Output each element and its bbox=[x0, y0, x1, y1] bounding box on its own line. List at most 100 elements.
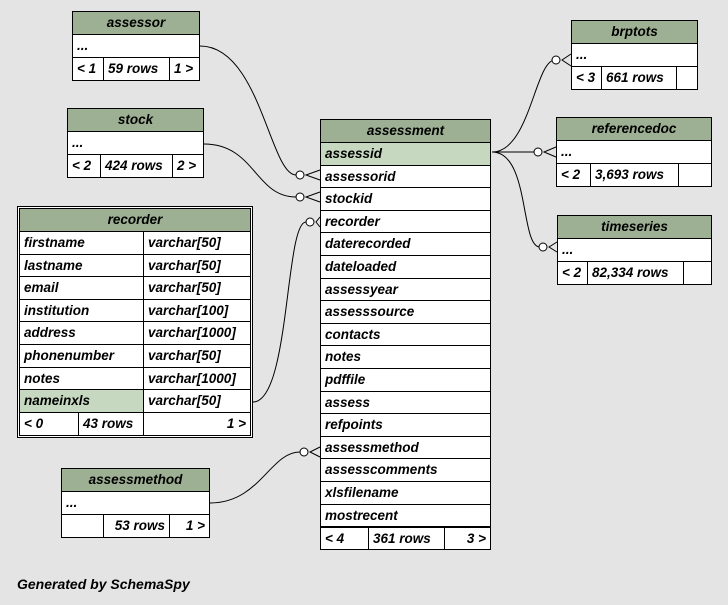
table-timeseries[interactable]: timeseries ... < 2 82,334 rows bbox=[557, 215, 712, 285]
row-count: 59 rows bbox=[104, 57, 170, 80]
row-count: 53 rows bbox=[104, 514, 170, 537]
column-row: assessmethod bbox=[321, 437, 490, 460]
child-count: 1 > bbox=[174, 60, 194, 76]
row-count: 82,334 rows bbox=[588, 261, 684, 284]
column-row: refpoints bbox=[321, 414, 490, 437]
column-name: phonenumber bbox=[20, 344, 144, 367]
edge-assessment-brptots bbox=[491, 59, 556, 153]
column-row: assesssource bbox=[321, 301, 490, 324]
edge-endpoint-circle bbox=[538, 242, 548, 252]
column-row: assessyear bbox=[321, 279, 490, 302]
column-type: varchar[100] bbox=[148, 302, 229, 318]
table-footer: < 2 424 rows 2 > bbox=[68, 154, 203, 177]
generated-by-label: Generated by SchemaSpy bbox=[17, 576, 190, 592]
edge-endpoint-circle bbox=[299, 447, 309, 457]
table-footer: < 2 82,334 rows bbox=[558, 261, 711, 284]
column-name: firstname bbox=[20, 232, 144, 254]
crowfoot-marker bbox=[308, 446, 321, 458]
table-title: recorder bbox=[20, 209, 250, 232]
parent-count: < 3 bbox=[572, 66, 602, 89]
column-row: recorder bbox=[321, 211, 490, 234]
row-count: 661 rows bbox=[602, 66, 677, 89]
parent-count bbox=[62, 514, 104, 537]
table-title: timeseries bbox=[558, 216, 711, 239]
table-footer: < 0 43 rows 1 > bbox=[20, 412, 250, 435]
column-row: daterecorded bbox=[321, 233, 490, 256]
column-row: assessorid bbox=[321, 166, 490, 189]
column-row: pdffile bbox=[321, 369, 490, 392]
table-footer: < 4 361 rows 3 > bbox=[321, 527, 490, 550]
table-title: assessor bbox=[73, 12, 199, 35]
edge-assessmethod-assessment bbox=[209, 451, 301, 504]
parent-count: < 4 bbox=[321, 528, 369, 550]
table-title: referencedoc bbox=[557, 118, 711, 141]
table-referencedoc[interactable]: referencedoc ... < 2 3,693 rows bbox=[556, 117, 712, 187]
child-count bbox=[684, 262, 711, 284]
row-count: 43 rows bbox=[79, 412, 144, 435]
edge-endpoint-circle bbox=[551, 55, 561, 65]
parent-count: < 0 bbox=[20, 412, 79, 435]
ellipsis-row: ... bbox=[73, 35, 199, 58]
table-title: assessmethod bbox=[62, 469, 209, 492]
child-count: 1 > bbox=[226, 415, 246, 431]
column-row: dateloaded bbox=[321, 256, 490, 279]
crowfoot-marker bbox=[561, 53, 572, 67]
edge-recorder-assessment bbox=[252, 221, 307, 403]
crowfoot-marker bbox=[548, 241, 558, 253]
table-footer: 53 rows 1 > bbox=[62, 514, 209, 537]
column-name: notes bbox=[20, 367, 144, 390]
parent-count: < 2 bbox=[68, 154, 101, 177]
child-count: 1 > bbox=[185, 517, 205, 533]
column-row: assess bbox=[321, 392, 490, 415]
column-type: varchar[50] bbox=[148, 257, 221, 273]
child-count: 3 > bbox=[466, 531, 486, 547]
parent-count: < 2 bbox=[557, 163, 591, 186]
ellipsis-row: ... bbox=[572, 44, 697, 67]
child-count: 2 > bbox=[177, 157, 197, 173]
column-row: mostrecent bbox=[321, 505, 490, 528]
column-row-selected: assessid bbox=[321, 143, 490, 166]
table-brptots[interactable]: brptots ... < 3 661 rows bbox=[571, 20, 698, 90]
column-row: xlsfilename bbox=[321, 482, 490, 505]
edge-endpoint-circle bbox=[305, 217, 315, 227]
table-title: assessment bbox=[321, 120, 490, 143]
column-type: varchar[50] bbox=[148, 393, 221, 409]
table-footer: < 3 661 rows bbox=[572, 66, 697, 89]
column-row: stockid bbox=[321, 188, 490, 211]
table-footer: < 2 3,693 rows bbox=[557, 163, 711, 186]
table-footer: < 1 59 rows 1 > bbox=[73, 57, 199, 80]
column-type: varchar[50] bbox=[148, 347, 221, 363]
ellipsis-row: ... bbox=[68, 132, 203, 155]
parent-count: < 1 bbox=[73, 57, 104, 80]
column-type: varchar[1000] bbox=[148, 325, 236, 341]
row-count: 361 rows bbox=[369, 528, 445, 550]
column-type: varchar[50] bbox=[148, 280, 221, 296]
crowfoot-marker bbox=[542, 146, 557, 158]
column-name: nameinxls bbox=[20, 390, 144, 412]
edge-endpoint-circle bbox=[533, 147, 543, 157]
crowfoot-marker bbox=[315, 216, 321, 228]
table-stock[interactable]: stock ... < 2 424 rows 2 > bbox=[67, 108, 204, 178]
table-assessment[interactable]: assessment assessid assessorid stockid r… bbox=[320, 119, 491, 551]
ellipsis-row: ... bbox=[558, 239, 711, 262]
edge-assessor-assessment bbox=[199, 45, 297, 176]
column-name: lastname bbox=[20, 254, 144, 277]
edge-assessment-timeseries bbox=[491, 151, 541, 248]
column-row: contacts bbox=[321, 324, 490, 347]
column-type: varchar[50] bbox=[148, 235, 221, 250]
row-count: 3,693 rows bbox=[591, 163, 679, 186]
row-count: 424 rows bbox=[101, 154, 173, 177]
column-type: varchar[1000] bbox=[148, 370, 236, 386]
table-assessmethod[interactable]: assessmethod ... 53 rows 1 > bbox=[61, 468, 210, 538]
edge-endpoint-circle bbox=[295, 170, 305, 180]
table-assessor[interactable]: assessor ... < 1 59 rows 1 > bbox=[72, 11, 200, 81]
crowfoot-marker bbox=[304, 169, 321, 181]
column-name: institution bbox=[20, 299, 144, 322]
